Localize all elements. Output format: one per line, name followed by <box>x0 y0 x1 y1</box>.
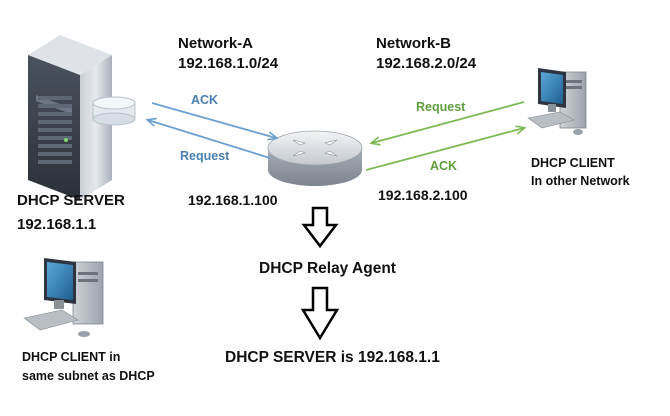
remote-client-line2: In other Network <box>531 174 630 188</box>
server-ip: 192.168.1.1 <box>17 216 96 233</box>
local-client-line2: same subnet as DHCP <box>22 369 155 383</box>
down-arrow-icon <box>301 206 339 249</box>
relay-agent-label: DHCP Relay Agent <box>259 260 396 277</box>
ack-arrow-b <box>365 128 524 171</box>
server-title: DHCP SERVER <box>17 192 125 209</box>
remote-client-pc-icon <box>527 68 587 135</box>
request-label-b: Request <box>416 100 466 114</box>
ack-label-a: ACK <box>191 93 218 107</box>
router-ip-b: 192.168.2.100 <box>378 187 468 203</box>
router-ip-a: 192.168.1.100 <box>188 192 278 208</box>
network-a-name: Network-A <box>178 35 253 52</box>
network-b-subnet: 192.168.2.0/24 <box>376 55 477 72</box>
request-arrow-b <box>372 101 525 143</box>
local-client-line1: DHCP CLIENT in <box>22 350 120 364</box>
network-a-subnet: 192.168.1.0/24 <box>178 55 279 72</box>
remote-client-line1: DHCP CLIENT <box>531 156 615 170</box>
request-label-a: Request <box>180 149 230 163</box>
ack-arrow-a <box>151 102 276 138</box>
result-label: DHCP SERVER is 192.168.1.1 <box>225 349 440 366</box>
local-client-pc-icon <box>23 258 104 337</box>
ack-label-b: ACK <box>430 159 457 173</box>
router-icon <box>267 130 363 186</box>
down-arrow-icon <box>300 286 340 341</box>
server-tower-icon <box>28 35 136 200</box>
network-b-name: Network-B <box>376 35 451 52</box>
request-arrow-a <box>148 120 271 159</box>
